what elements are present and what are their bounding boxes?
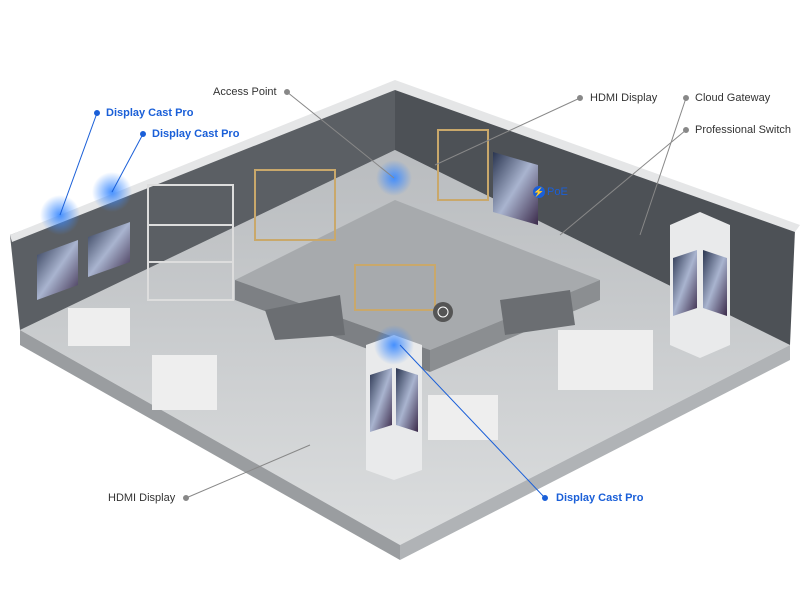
label-display-cast-pro-1: Display Cast Pro (106, 107, 194, 119)
lightning-icon: ⚡ (533, 186, 545, 198)
hdmi-display-back (493, 152, 538, 225)
globe-icon (433, 302, 453, 322)
display-table (558, 330, 653, 390)
display-cast-pro-device (374, 325, 414, 365)
label-hdmi-display-top: HDMI Display (590, 92, 658, 104)
floor-base (20, 330, 400, 560)
label-access-point: Access Point (213, 86, 277, 98)
label-cloud-gateway: Cloud Gateway (695, 92, 771, 104)
poe-badge: ⚡PoE (533, 186, 568, 198)
label-hdmi-display-bottom: HDMI Display (108, 492, 176, 504)
pillar-right (670, 212, 730, 358)
leader-lines (183, 89, 689, 501)
poe-label: PoE (547, 186, 568, 198)
display-table (428, 395, 498, 440)
display-table (68, 308, 130, 346)
display-left-wall (88, 222, 130, 277)
hdmi-display-wall (37, 240, 78, 300)
display-table (152, 355, 217, 410)
stairs (265, 295, 345, 340)
pillar-center (366, 335, 422, 480)
shelving (147, 129, 489, 311)
label-display-cast-pro-2: Display Cast Pro (152, 128, 240, 140)
label-professional-switch: Professional Switch (695, 124, 791, 136)
stairs (500, 290, 575, 335)
label-display-cast-pro-bottom: Display Cast Pro (556, 492, 644, 504)
